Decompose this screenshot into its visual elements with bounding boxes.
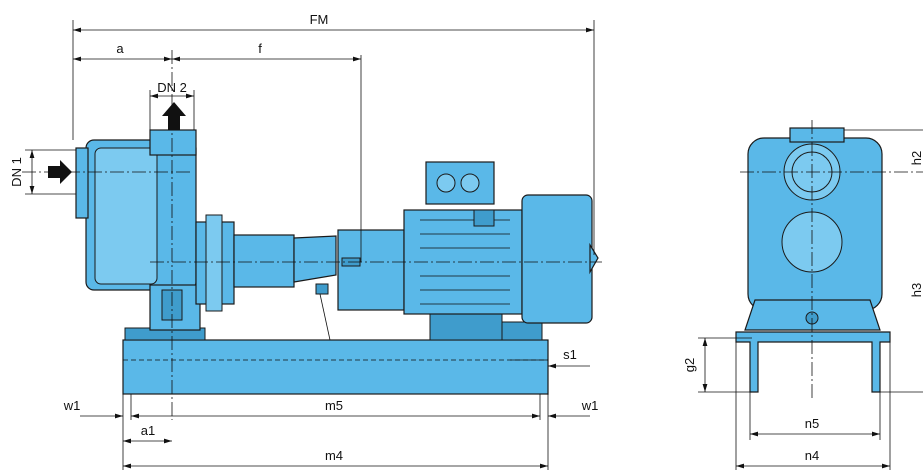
cable-gland-icon [460, 173, 480, 193]
discharge-flange [149, 129, 197, 156]
coupling-guard [337, 229, 405, 311]
motor-fins [420, 219, 510, 305]
dim-s1: s1 [563, 347, 577, 362]
motor-fan-cover [521, 194, 593, 324]
front-base-frame [735, 331, 891, 393]
dim-g2: g2 [682, 358, 697, 372]
dim-h2: h2 [909, 151, 923, 165]
cable-gland-icon [436, 173, 456, 193]
dim-n5: n5 [805, 416, 819, 431]
dim-FM: FM [310, 12, 329, 27]
suction-flange [75, 147, 89, 219]
base-frame [122, 339, 549, 395]
bearing-housing-neck [293, 235, 337, 283]
dim-w1-right: w1 [581, 398, 599, 413]
inlet-arrow-icon [48, 160, 72, 184]
dim-f: f [258, 41, 262, 56]
dim-m4: m4 [325, 448, 343, 463]
dim-DN2: DN 2 [157, 80, 187, 95]
motor-foot [429, 309, 503, 341]
side-view: FM a f DN 2 DN 1 s1 w1 m5 w1 [9, 12, 602, 470]
front-view: h2 h3 g2 n5 n4 [682, 120, 923, 470]
dim-n4: n4 [805, 448, 819, 463]
dim-w1-left: w1 [63, 398, 81, 413]
dim-m5: m5 [325, 398, 343, 413]
bearing-housing [233, 234, 295, 288]
dim-a1: a1 [141, 423, 155, 438]
dim-a: a [116, 41, 124, 56]
outlet-arrow-icon [162, 102, 186, 130]
dim-DN1: DN 1 [9, 157, 24, 187]
terminal-box [425, 161, 495, 205]
front-discharge-flange [789, 127, 845, 143]
dim-h3: h3 [909, 283, 923, 297]
